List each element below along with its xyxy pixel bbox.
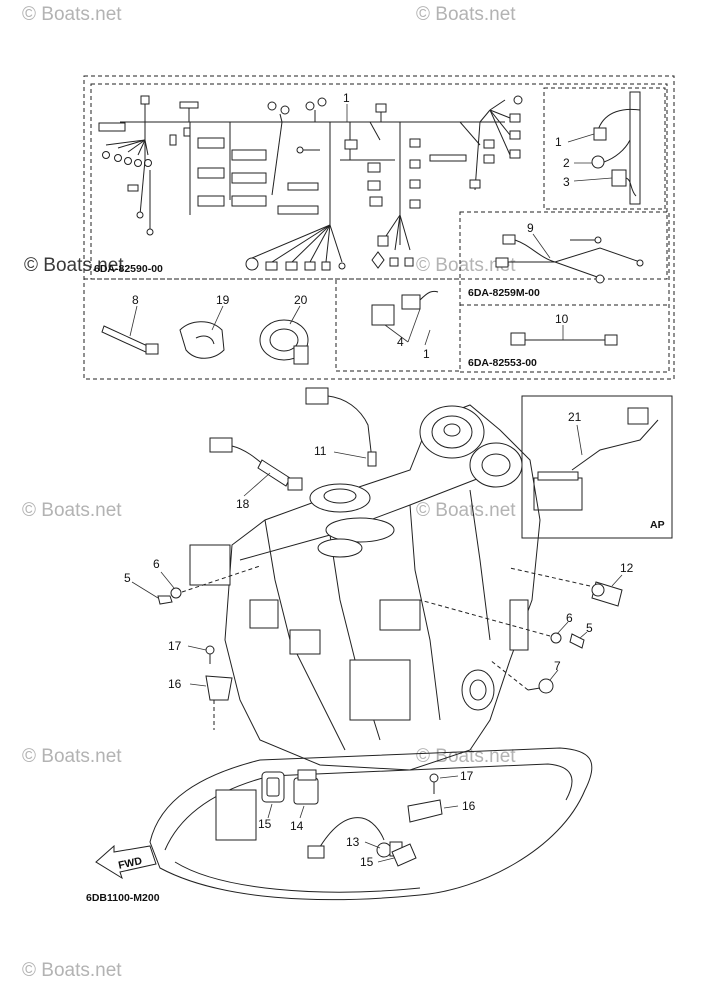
- sub-harness-9: 9 6DA-8259M-00: [468, 221, 644, 299]
- watermark: © Boats.net: [22, 960, 122, 981]
- callout-15: 15: [258, 817, 272, 831]
- callout-11: 11: [314, 444, 327, 458]
- watermark: © Boats.net: [22, 4, 122, 25]
- callout-16: 16: [168, 677, 182, 691]
- sensor-11: 11: [305, 387, 377, 467]
- callout-14: 14: [290, 819, 304, 833]
- callout-12: 12: [620, 561, 634, 575]
- callout-3: 3: [563, 175, 570, 189]
- callout-20: 20: [294, 293, 308, 307]
- grommet-14: 14: [290, 769, 319, 833]
- watermark: © Boats.net: [22, 500, 122, 521]
- ap-label: AP: [650, 519, 665, 531]
- fwd-arrow-icon: FWD: [95, 844, 157, 880]
- bolt-5-washer-6-right: 6 5: [419, 599, 593, 649]
- callout-2: 2: [563, 156, 570, 170]
- inset-sensor-detail: 1 2 3: [555, 91, 641, 205]
- callout-10: 10: [555, 312, 569, 326]
- callout-5: 5: [586, 621, 593, 635]
- callout-8: 8: [132, 293, 139, 307]
- grommet-15-left: 15: [258, 771, 285, 831]
- grommet-15-right: 15: [360, 843, 417, 869]
- bolt-7: 7: [489, 659, 561, 694]
- callout-19: 19: [216, 293, 230, 307]
- battery-icon: [533, 471, 583, 511]
- watermark: © Boats.net: [416, 255, 516, 276]
- wire-harness-icon: [98, 95, 523, 271]
- relay-4: 4 1: [371, 290, 439, 361]
- bolt-5-washer-6: 5 6: [124, 557, 261, 605]
- watermark: © Boats.net: [24, 255, 124, 276]
- kit-code-10: 6DA-82553-00: [468, 357, 537, 369]
- callout-1: 1: [423, 347, 430, 361]
- bracket-16-left: 17 16: [168, 639, 233, 730]
- callout-13: 13: [346, 835, 360, 849]
- ap-inset: 21 AP: [521, 395, 673, 539]
- callout-7: 7: [554, 659, 561, 673]
- watermark: © Boats.net: [416, 4, 516, 25]
- cable-tie-icon: 8: [101, 293, 159, 355]
- kit-code-main: 6DA-82590-00: [94, 263, 163, 275]
- fwd-label: FWD: [117, 855, 143, 872]
- callout-6: 6: [566, 611, 573, 625]
- clip-20: 20: [259, 293, 309, 365]
- switch-13: 13: [307, 817, 403, 859]
- callout-4: 4: [397, 335, 404, 349]
- callout-1: 1: [343, 91, 350, 105]
- sub-harness-10: 10 6DA-82553-00: [468, 312, 618, 369]
- callout-1: 1: [555, 135, 562, 149]
- diagram-code: 6DB1100-M200: [86, 892, 160, 904]
- kit-code-9: 6DA-8259M-00: [468, 287, 540, 299]
- callout-17: 17: [168, 639, 182, 653]
- sensor-12: 12: [509, 561, 634, 607]
- callout-15: 15: [360, 855, 374, 869]
- clip-19: 19: [179, 293, 230, 359]
- callout-9: 9: [527, 221, 534, 235]
- callout-21: 21: [568, 410, 582, 424]
- callout-18: 18: [236, 497, 250, 511]
- callout-16: 16: [462, 799, 476, 813]
- fuel-injector-icon: 18: [209, 437, 303, 511]
- watermark: © Boats.net: [22, 746, 122, 767]
- callout-5: 5: [124, 571, 131, 585]
- callout-6: 6: [153, 557, 160, 571]
- engine-block-icon: [149, 404, 593, 901]
- harness-kit-frame: [83, 75, 675, 380]
- callout-17: 17: [460, 769, 474, 783]
- bracket-16-right: 17 16: [407, 769, 476, 823]
- watermark: © Boats.net: [416, 500, 516, 521]
